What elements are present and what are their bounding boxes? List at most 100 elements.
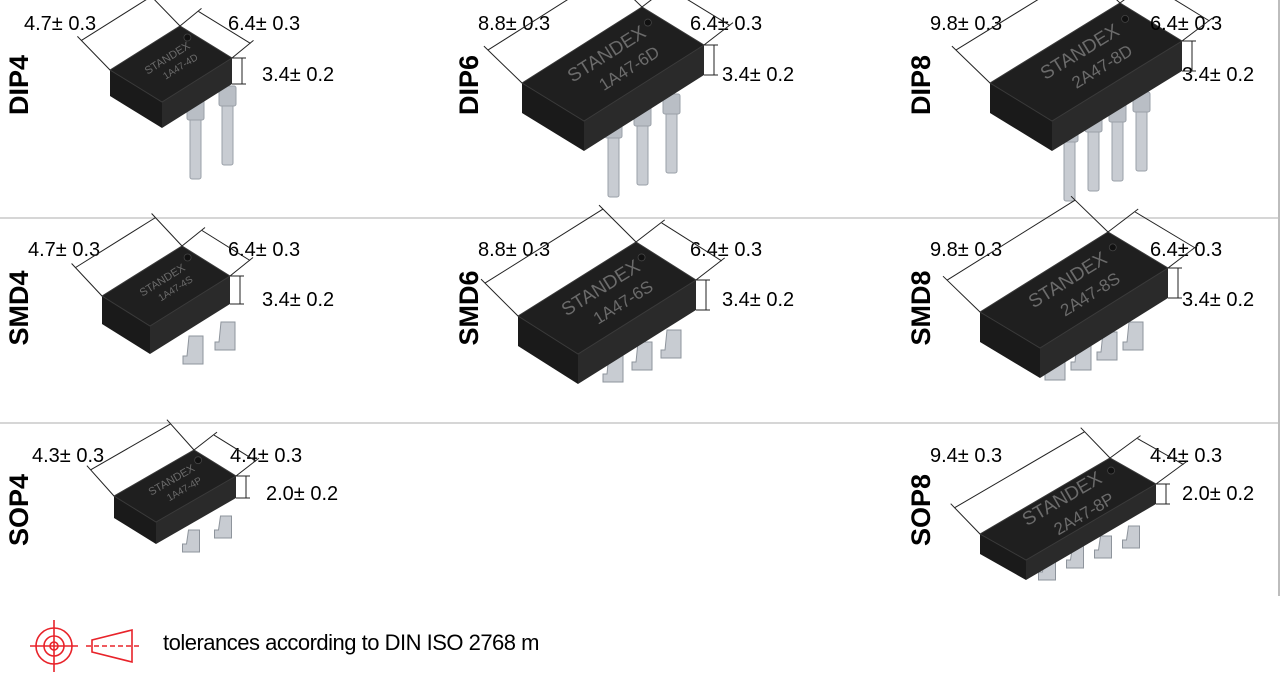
dimension-lines [71, 213, 254, 305]
dimension-height: 2.0± 0.2 [1182, 483, 1254, 505]
package-name: SMD6 [454, 270, 484, 345]
dimension-width: 6.4± 0.3 [228, 239, 300, 261]
dimension-width: 6.4± 0.3 [690, 239, 762, 261]
dimension-height: 3.4± 0.2 [1182, 64, 1254, 86]
pin1-marker-icon [643, 18, 652, 27]
right-border [1278, 0, 1280, 596]
chip-side-face [522, 83, 584, 151]
package-name: SOP4 [4, 474, 34, 546]
chip-front-face [150, 276, 230, 354]
dimension-width: 6.4± 0.3 [690, 13, 762, 35]
dimension-length: 4.7± 0.3 [28, 239, 100, 261]
pin-icon [182, 529, 200, 553]
chip-front-face [162, 58, 232, 128]
dimension-length: 8.8± 0.3 [478, 239, 550, 261]
chip-side-face [518, 316, 578, 384]
dimension-height: 2.0± 0.2 [266, 483, 338, 505]
footer [0, 600, 1280, 686]
chip-side-face [102, 296, 150, 354]
dimension-width: 6.4± 0.3 [1150, 13, 1222, 35]
pin-icon [1096, 331, 1118, 361]
pin-icon [1094, 535, 1112, 559]
row-divider-2 [0, 422, 1280, 424]
dimension-lines [942, 195, 1199, 313]
pin1-marker-icon [194, 456, 203, 465]
dimension-width: 6.4± 0.3 [1150, 239, 1222, 261]
dimension-lines [950, 427, 1187, 535]
dimension-lines [86, 419, 260, 499]
pin1-marker-icon [1121, 14, 1130, 23]
dimension-length: 4.3± 0.3 [32, 445, 104, 467]
package-name: SMD4 [4, 270, 34, 345]
chip-side-face [110, 70, 162, 128]
package-name: DIP4 [4, 55, 34, 115]
pin1-marker-icon [1107, 466, 1116, 475]
package-name: DIP8 [906, 55, 936, 115]
pin-icon [214, 515, 232, 539]
dimension-width: 6.4± 0.3 [228, 13, 300, 35]
pin-icon [214, 321, 236, 351]
dimension-width: 4.4± 0.3 [1150, 445, 1222, 467]
dimension-width: 4.4± 0.3 [230, 445, 302, 467]
package-name: SOP8 [906, 474, 936, 546]
dimension-height: 3.4± 0.2 [722, 289, 794, 311]
dimension-lines [483, 0, 734, 84]
dimension-lines [480, 204, 726, 317]
pin-icon [1122, 525, 1140, 549]
dimension-length: 9.8± 0.3 [930, 239, 1002, 261]
tolerance-note: tolerances according to DIN ISO 2768 m [163, 630, 539, 655]
dimension-length: 4.7± 0.3 [24, 13, 96, 35]
dimension-length: 8.8± 0.3 [478, 13, 550, 35]
dimension-height: 3.4± 0.2 [262, 64, 334, 86]
chip-side-face [114, 496, 156, 544]
pin-icon [660, 329, 682, 359]
pin-icon [1122, 321, 1144, 351]
pin1-marker-icon [1108, 243, 1117, 252]
dimension-length: 9.8± 0.3 [930, 13, 1002, 35]
first-angle-projection-icon [30, 620, 140, 672]
dimension-height: 3.4± 0.2 [722, 64, 794, 86]
dimension-lines [951, 0, 1213, 84]
row-divider-1 [0, 217, 1280, 219]
dimension-length: 9.4± 0.3 [930, 445, 1002, 467]
pin1-marker-icon [183, 253, 192, 262]
pin-icon [182, 335, 204, 365]
pin1-marker-icon [183, 33, 192, 42]
chip-front-face [584, 45, 704, 151]
dimension-lines [77, 0, 254, 85]
chip-front-face [1026, 484, 1156, 580]
chip-front-face [1040, 268, 1168, 378]
dimension-height: 3.4± 0.2 [262, 289, 334, 311]
pin1-marker-icon [637, 253, 646, 262]
dimension-height: 3.4± 0.2 [1182, 289, 1254, 311]
chip-side-face [990, 83, 1052, 151]
package-name: DIP6 [454, 55, 484, 115]
chip-side-face [980, 312, 1040, 378]
chip-side-face [980, 534, 1026, 580]
package-name: SMD8 [906, 270, 936, 345]
pin-icon [631, 341, 653, 371]
chip-front-face [578, 280, 696, 384]
